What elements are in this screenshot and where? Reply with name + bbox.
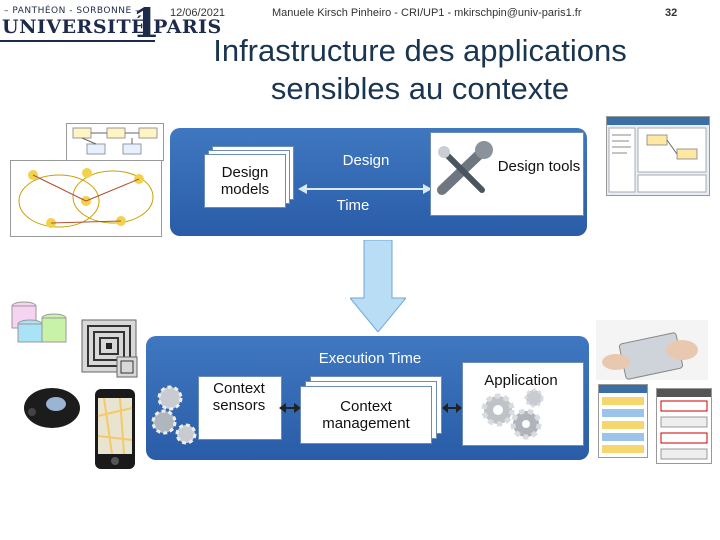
context-management-label: Context management <box>322 398 410 432</box>
time-label: Time <box>336 197 370 214</box>
wrench-screwdriver-icon <box>437 141 493 195</box>
model-diagram-image <box>10 160 162 237</box>
slide-title: Infrastructure des applications sensible… <box>213 33 627 106</box>
context-sensors-box <box>198 376 282 440</box>
gps-device-icon <box>24 388 80 428</box>
university-logo-subtitle: – PANTHÉON - SORBONNE – <box>4 6 141 16</box>
rfid-tag-icon <box>116 356 138 378</box>
gears-icon <box>481 388 544 440</box>
tablet-user-photo <box>596 320 708 380</box>
slide-date: 12/06/2021 <box>170 7 226 19</box>
logo-underline <box>0 40 155 42</box>
design-label: Design <box>342 152 390 169</box>
application-label: Application <box>484 372 558 389</box>
slide-number: 32 <box>665 7 678 19</box>
database-icon <box>11 301 67 343</box>
mobile-app-screenshot <box>598 384 648 458</box>
bidirectional-arrow-icon <box>442 403 462 413</box>
model-diagram-image <box>66 123 164 161</box>
university-logo-name: UNIVERSITÉ PARIS <box>2 16 222 38</box>
university-logo-number: 1 <box>132 0 160 47</box>
down-arrow-icon <box>350 240 406 332</box>
slide-author: Manuele Kirsch Pinheiro - CRI/UP1 - mkir… <box>272 7 582 19</box>
smartphone-map-icon <box>95 389 135 469</box>
sensors-gear-icon <box>151 385 197 445</box>
design-tools-label: Design tools <box>497 158 581 175</box>
mobile-app-screenshot <box>656 388 712 464</box>
bidirectional-arrow-icon <box>279 403 301 413</box>
context-management-box: Context management <box>300 386 432 444</box>
design-models-label: Design models <box>220 164 270 198</box>
double-arrow-icon <box>298 184 432 194</box>
design-models-box: Design models <box>204 154 286 208</box>
context-sensors-label: Context sensors <box>212 380 266 414</box>
execution-time-label: Execution Time <box>318 350 422 367</box>
design-tool-screenshot <box>606 116 710 196</box>
